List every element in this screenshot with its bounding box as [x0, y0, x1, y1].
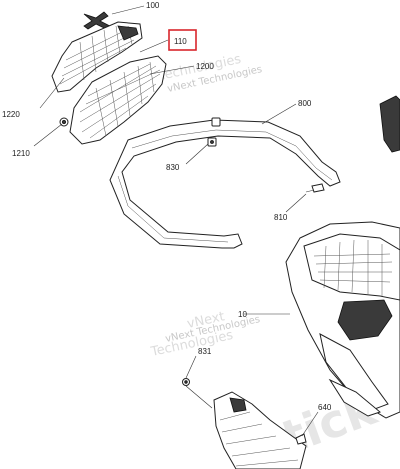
callout-831: 831 — [198, 347, 212, 356]
callout-1210: 1210 — [12, 149, 30, 158]
part-831-fastener — [182, 378, 190, 386]
part-1220-upper-grille — [51, 21, 143, 93]
part-1200-main-grille — [69, 55, 167, 145]
callout-640: 640 — [318, 403, 332, 412]
highlight-box-110 — [168, 29, 197, 51]
callout-labels: 100 110 1200 1220 1210 800 830 810 10 83… — [2, 1, 332, 412]
callout-10: 10 — [238, 310, 247, 319]
part-10-front-body — [285, 95, 400, 419]
callout-830: 830 — [166, 163, 180, 172]
callout-110: 110 — [174, 37, 187, 46]
leader-lines — [33, 5, 319, 437]
part-100-emblem — [83, 11, 112, 30]
part-810-screw — [305, 183, 325, 193]
callout-1220: 1220 — [2, 110, 20, 119]
callout-800: 800 — [298, 99, 312, 108]
part-800-bumper-bar — [109, 117, 341, 249]
callout-1200: 1200 — [196, 62, 214, 71]
part-640-side-panel — [213, 391, 307, 469]
part-830-bolt — [207, 137, 217, 147]
callout-100: 100 — [146, 1, 160, 10]
callout-810: 810 — [274, 213, 288, 222]
